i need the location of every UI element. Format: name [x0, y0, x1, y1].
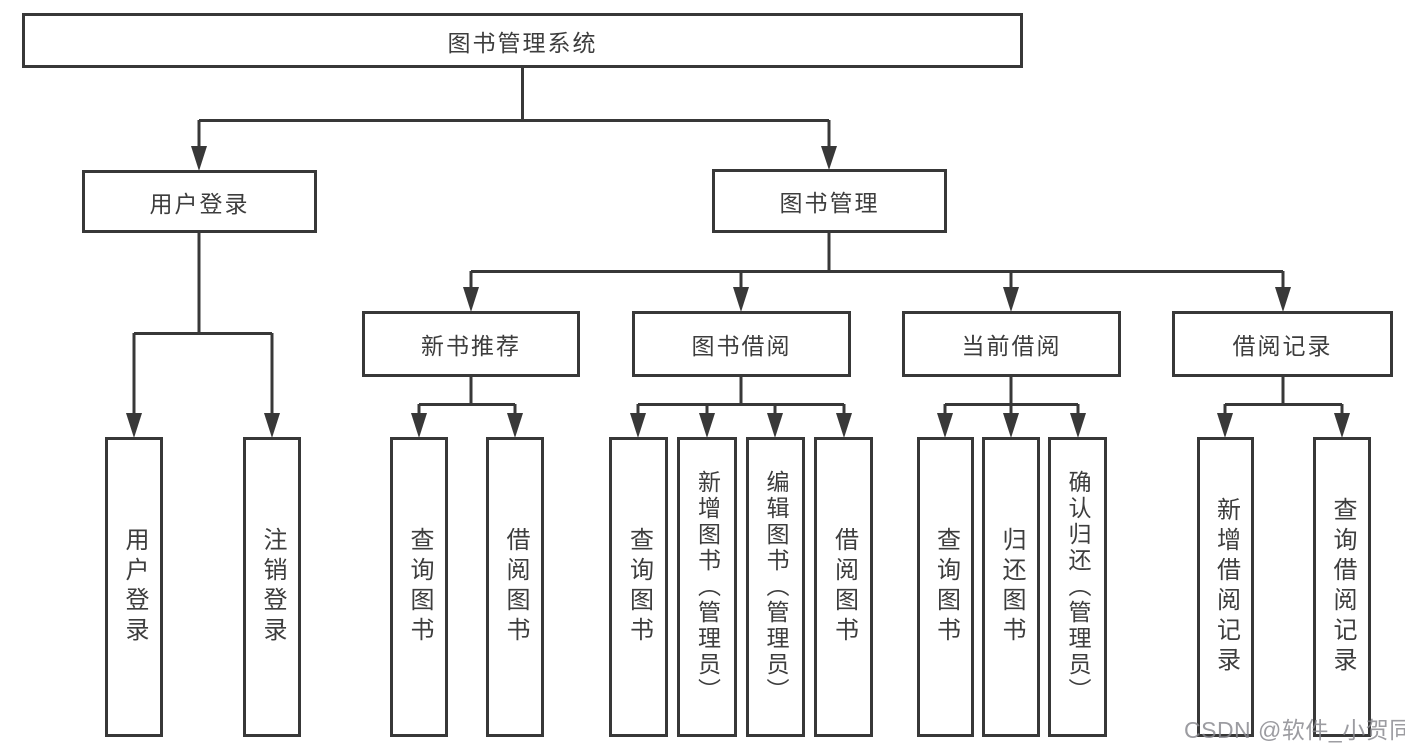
- leaf-return-books: 归还图书: [982, 437, 1040, 737]
- leaf-edit-books-admin: 编辑图书（管理员）: [746, 437, 805, 737]
- arrow-icon: [733, 287, 749, 312]
- leaf-query-borrow-record: 查询借阅记录: [1313, 437, 1371, 737]
- csdn-watermark: CSDN @软件_小贺同学: [1184, 717, 1405, 743]
- arrow-icon: [264, 413, 280, 438]
- leaf-query-books: 查询图书: [390, 437, 448, 737]
- arrow-icon: [821, 146, 837, 170]
- arrow-icon: [630, 413, 646, 438]
- node-user-login-module: 用户登录: [82, 170, 317, 233]
- arrow-icon: [767, 413, 783, 438]
- node-current-borrowing: 当前借阅: [902, 311, 1121, 377]
- arrow-icon: [836, 413, 852, 438]
- arrow-icon: [937, 413, 953, 438]
- arrow-icon: [1275, 287, 1291, 312]
- leaf-borrow-books: 借阅图书: [486, 437, 544, 737]
- arrow-icon: [1070, 413, 1086, 438]
- arrow-icon: [1003, 413, 1019, 438]
- arrow-icon: [507, 413, 523, 438]
- arrow-icon: [1003, 287, 1019, 312]
- leaf-logout: 注销登录: [243, 437, 301, 737]
- arrowheads: [126, 146, 1350, 438]
- arrow-icon: [126, 413, 142, 438]
- leaf-borrow-books: 借阅图书: [814, 437, 873, 737]
- leaf-query-books: 查询图书: [917, 437, 974, 737]
- arrow-icon: [191, 146, 207, 171]
- leaf-add-books-admin: 新增图书（管理员）: [677, 437, 737, 737]
- leaf-add-borrow-record: 新增借阅记录: [1197, 437, 1254, 737]
- node-borrowing-records: 借阅记录: [1172, 311, 1393, 377]
- node-book-borrowing: 图书借阅: [632, 311, 851, 377]
- node-new-book-recommendation: 新书推荐: [362, 311, 580, 377]
- leaf-query-books: 查询图书: [609, 437, 668, 737]
- leaf-confirm-return-admin: 确认归还（管理员）: [1048, 437, 1107, 737]
- arrow-icon: [1334, 413, 1350, 438]
- arrow-icon: [411, 413, 427, 438]
- node-root-library-management-system: 图书管理系统: [22, 13, 1023, 68]
- leaf-user-login: 用户登录: [105, 437, 163, 737]
- arrow-icon: [1217, 413, 1233, 438]
- arrow-icon: [463, 287, 479, 312]
- arrow-icon: [699, 413, 715, 438]
- node-book-management-module: 图书管理: [712, 169, 947, 233]
